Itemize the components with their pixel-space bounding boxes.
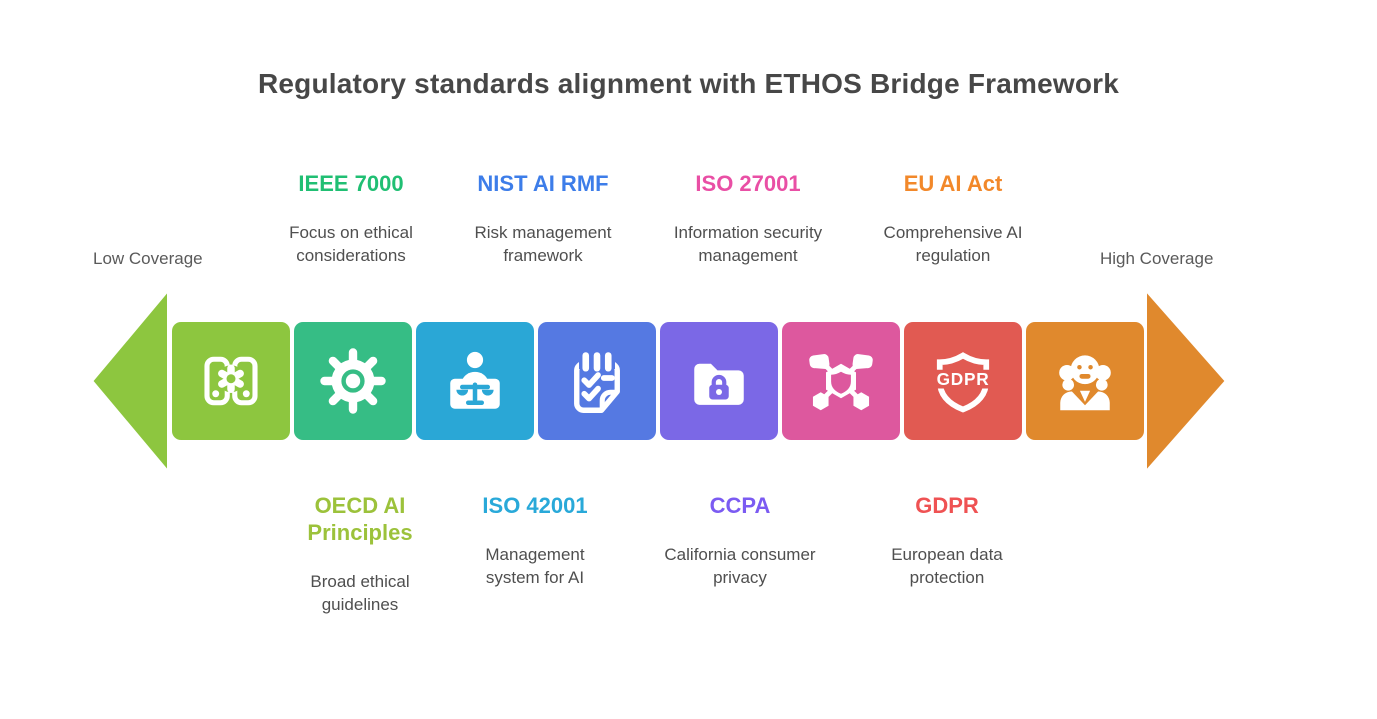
standard-description: Comprehensive AI regulation (883, 223, 1023, 265)
standard-name: IEEE 7000 (298, 171, 404, 196)
segment-oecd-ai-principles (172, 322, 290, 440)
segment-iso-42001 (416, 322, 534, 440)
label-eu-ai-act: EU AI Act Comprehensive AI regulation (843, 170, 1063, 267)
standard-description: California consumer privacy (664, 545, 816, 587)
gear-icon (320, 348, 386, 414)
arrowhead-right (1143, 286, 1229, 476)
arrowhead-left-shape (89, 286, 171, 476)
standard-name: OECD AI Principles (307, 493, 413, 545)
label-gdpr: GDPR European data protection (837, 492, 1057, 589)
standard-description: Information security management (673, 223, 823, 265)
standard-description: Risk management framework (474, 223, 612, 265)
standard-name: ISO 27001 (695, 171, 801, 196)
high-coverage-label: High Coverage (1100, 249, 1214, 268)
checklist-icon (574, 352, 620, 413)
judge-wig-icon (1059, 355, 1111, 411)
low-coverage-label: Low Coverage (93, 249, 203, 268)
gdpr-icon-text: GDPR (937, 369, 990, 389)
arrowhead-left (89, 286, 171, 476)
diagram-title: Regulatory standards alignment with ETHO… (257, 68, 1120, 99)
segment-ccpa (660, 322, 778, 440)
standard-description: Broad ethical guidelines (310, 572, 410, 614)
segment-nist-ai-rmf (538, 322, 656, 440)
label-iso-27001: ISO 27001 Information security managemen… (638, 170, 858, 267)
standard-name: GDPR (915, 493, 979, 518)
locked-folder-icon (694, 363, 744, 405)
standard-name: ISO 42001 (482, 493, 588, 518)
segment-iso-27001 (782, 322, 900, 440)
label-nist-ai-rmf: NIST AI RMF Risk management framework (433, 170, 653, 267)
framework-icon (204, 356, 258, 406)
label-iso-42001: ISO 42001 Management system for AI (425, 492, 645, 589)
standard-name: CCPA (709, 493, 771, 518)
standard-name: EU AI Act (903, 171, 1003, 196)
standard-description: Management system for AI (485, 545, 585, 587)
label-ccpa: CCPA California consumer privacy (630, 492, 850, 589)
label-oecd-ai-principles: OECD AI Principles Broad ethical guideli… (250, 492, 470, 616)
segment-eu-ai-act (1026, 322, 1144, 440)
segment-ieee-7000 (294, 322, 412, 440)
arrowhead-right-shape (1143, 286, 1229, 476)
judge-desk-icon (450, 351, 500, 409)
standard-description: European data protection (891, 545, 1003, 587)
standard-description: Focus on ethical considerations (289, 223, 413, 265)
gdpr-shield-icon: GDPR (931, 352, 995, 413)
standard-name: NIST AI RMF (477, 171, 609, 196)
segment-gdpr: GDPR (904, 322, 1022, 440)
network-shield-icon (809, 354, 873, 411)
label-ieee-7000: IEEE 7000 Focus on ethical consideration… (241, 170, 461, 267)
